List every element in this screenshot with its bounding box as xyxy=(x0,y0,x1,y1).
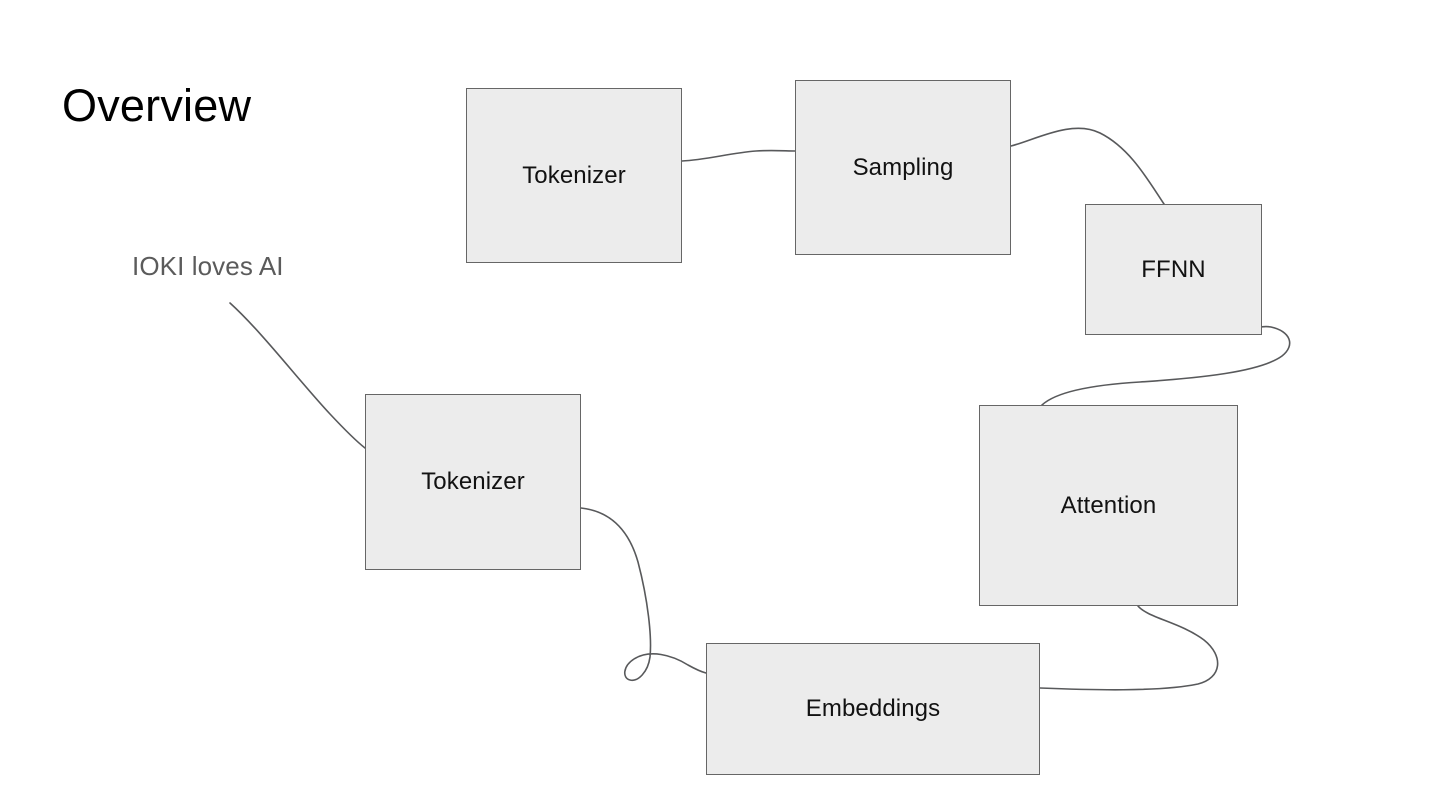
node-label: Sampling xyxy=(852,153,954,181)
node-embeddings[interactable]: Embeddings xyxy=(706,643,1040,775)
connector-attention-to-ffnn xyxy=(1041,325,1291,406)
node-tokenizer-bottom[interactable]: Tokenizer xyxy=(365,394,581,570)
connector-input-to-tokenizer-bottom xyxy=(229,302,366,449)
page-title: Overview xyxy=(62,80,252,131)
node-ffnn[interactable]: FFNN xyxy=(1085,204,1262,335)
input-text-label: IOKI loves AI xyxy=(132,251,284,281)
connector-embeddings-to-attention xyxy=(1039,605,1219,691)
node-label: FFNN xyxy=(1141,255,1206,283)
node-label: Tokenizer xyxy=(421,468,525,495)
node-label: Attention xyxy=(1060,491,1157,519)
connector-ffnn-to-sampling xyxy=(1010,127,1165,205)
node-label: Tokenizer xyxy=(522,161,626,189)
connector-tokenizer-bottom-to-embeddings xyxy=(580,507,707,681)
node-attention[interactable]: Attention xyxy=(979,405,1238,606)
node-sampling[interactable]: Sampling xyxy=(795,80,1011,255)
node-tokenizer-top[interactable]: Tokenizer xyxy=(466,88,682,263)
node-label: Embeddings xyxy=(805,695,941,722)
connector-tokenizer-top-to-sampling xyxy=(681,149,796,162)
